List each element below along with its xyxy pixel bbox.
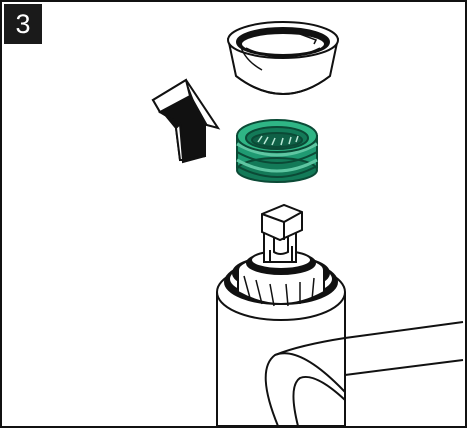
cartridge-spindle bbox=[261, 203, 303, 263]
cover-ring bbox=[227, 21, 339, 95]
aerator-insert bbox=[236, 119, 318, 183]
faucet-spout bbox=[264, 321, 464, 427]
step-number-badge: 3 bbox=[4, 4, 42, 44]
arrow-up-icon bbox=[151, 78, 221, 164]
